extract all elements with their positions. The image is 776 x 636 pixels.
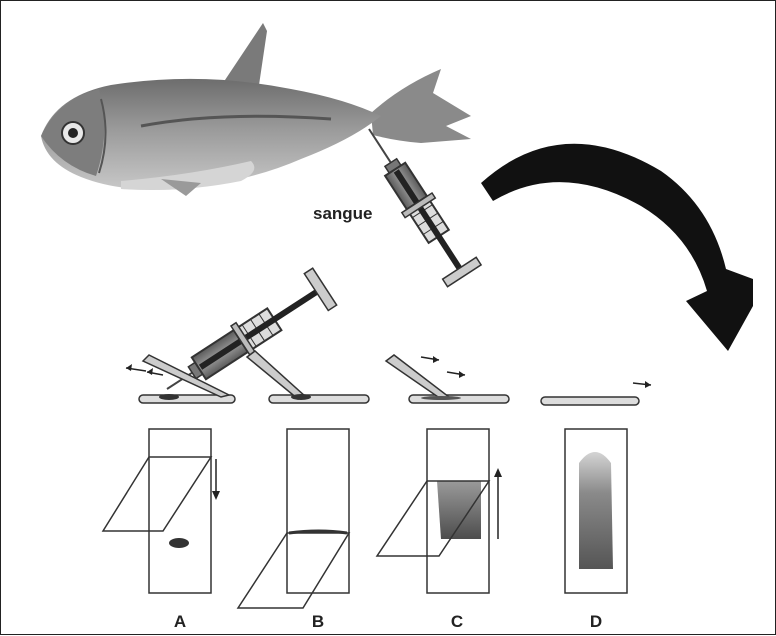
panel-label-c: C <box>451 612 463 631</box>
panel-label-d: D <box>590 612 602 631</box>
syringe-deposit <box>155 268 337 407</box>
blood-label: sangue <box>313 204 373 223</box>
side-view-slide-d <box>541 381 651 405</box>
panel-label-b: B <box>312 612 324 631</box>
panel-label-a: A <box>174 612 186 631</box>
panel-b <box>238 429 349 608</box>
panel-a <box>103 429 220 593</box>
panel-d <box>565 429 627 593</box>
side-view-slide-b <box>247 351 369 403</box>
curved-arrow-icon <box>481 144 753 351</box>
syringe-collect <box>352 118 481 287</box>
panel-c <box>377 429 502 593</box>
side-view-slide-c <box>386 355 509 403</box>
